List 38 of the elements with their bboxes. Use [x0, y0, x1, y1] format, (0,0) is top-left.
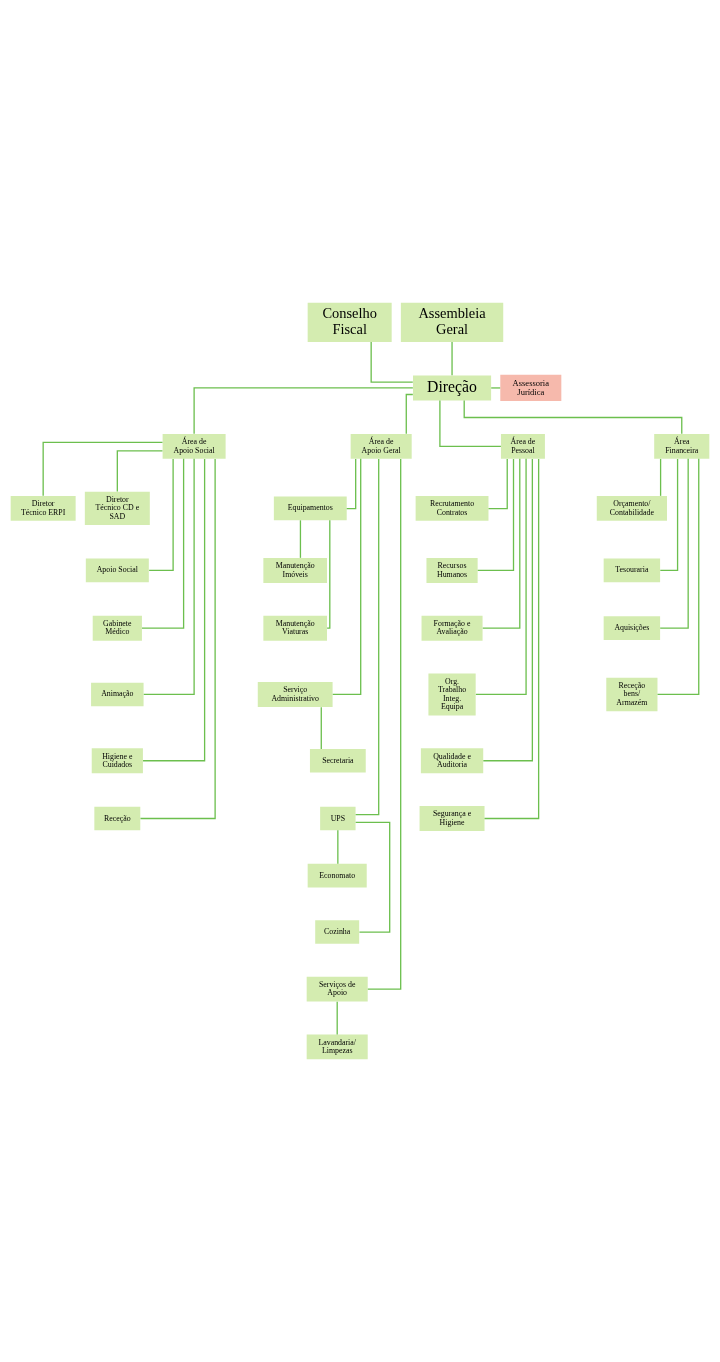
connector	[439, 399, 502, 447]
connector	[326, 519, 331, 629]
connector	[148, 458, 174, 572]
connector	[142, 458, 206, 762]
connector	[355, 458, 380, 816]
connector	[346, 458, 357, 510]
connector	[477, 458, 515, 572]
connector	[116, 450, 164, 493]
node-box: Assembleia Geral	[400, 302, 504, 342]
connector	[482, 458, 521, 629]
connector	[475, 458, 527, 696]
connector	[320, 706, 322, 750]
connector	[337, 829, 339, 865]
node-box: Assessoria Jurídica	[500, 374, 562, 402]
connector	[355, 821, 391, 933]
connector	[451, 341, 453, 376]
connector	[336, 1001, 338, 1036]
connector	[659, 458, 662, 497]
connector	[487, 458, 508, 510]
connector	[139, 458, 216, 820]
connector	[463, 399, 683, 435]
connector	[332, 458, 362, 696]
connector	[367, 458, 402, 990]
connector	[193, 387, 414, 435]
connector	[141, 458, 185, 629]
connector	[42, 441, 164, 497]
connector	[659, 458, 689, 629]
connector	[370, 341, 414, 383]
connector	[405, 393, 414, 435]
node-box: Conselho Fiscal	[307, 302, 392, 342]
connector	[143, 458, 195, 696]
connector	[482, 458, 533, 762]
node-box: Direção	[413, 375, 492, 401]
connector	[659, 458, 679, 572]
connector	[656, 458, 700, 696]
connector	[299, 519, 302, 559]
connector	[490, 387, 501, 389]
connector	[483, 458, 540, 820]
